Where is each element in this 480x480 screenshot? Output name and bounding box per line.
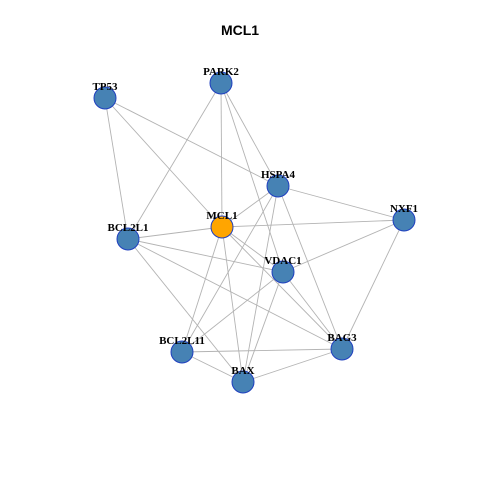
node-layer xyxy=(93,71,416,394)
node-label-bag3: BAG3 xyxy=(327,332,357,344)
node-bag3 xyxy=(330,337,354,361)
node-tp53 xyxy=(93,86,117,110)
edge-mcl1-bcl2l11 xyxy=(181,226,223,353)
edge-tp53-mcl1 xyxy=(104,97,223,228)
node-label-tp53: TP53 xyxy=(92,81,118,93)
node-label-nxf1: NXF1 xyxy=(390,203,418,215)
node-label-bax: BAX xyxy=(231,365,254,377)
edge-mcl1-vdac1 xyxy=(221,226,284,273)
edge-vdac1-bax xyxy=(242,271,284,383)
edge-nxf1-bag3 xyxy=(341,219,405,350)
edge-mcl1-bcl2l1 xyxy=(127,226,223,240)
node-label-bcl2l11: BCL2L11 xyxy=(159,335,205,347)
edge-park2-bcl2l1 xyxy=(127,82,222,240)
node-label-bcl2l1: BCL2L1 xyxy=(108,222,149,234)
edge-hspa4-mcl1 xyxy=(221,185,279,228)
edge-mcl1-bag3 xyxy=(221,226,343,350)
edge-park2-mcl1 xyxy=(220,82,223,228)
edge-bax-bag3 xyxy=(242,348,343,383)
edge-hspa4-bag3 xyxy=(277,185,343,350)
edge-nxf1-mcl1 xyxy=(221,219,405,228)
node-park2 xyxy=(209,71,233,95)
node-label-park2: PARK2 xyxy=(203,66,239,78)
edge-layer xyxy=(104,82,405,383)
edge-bcl2l1-bag3 xyxy=(127,238,343,350)
edge-hspa4-bcl2l11 xyxy=(181,185,279,353)
node-label-hspa4: HSPA4 xyxy=(261,169,296,181)
edge-park2-vdac1 xyxy=(220,82,284,273)
node-bax xyxy=(231,370,255,394)
edge-nxf1-vdac1 xyxy=(282,219,405,273)
edge-hspa4-bax xyxy=(242,185,279,383)
edge-bcl2l1-vdac1 xyxy=(127,238,284,273)
edge-vdac1-bcl2l11 xyxy=(181,271,284,353)
node-nxf1 xyxy=(392,208,416,232)
edge-tp53-bcl2l1 xyxy=(104,97,129,240)
edge-bcl2l1-bax xyxy=(127,238,244,383)
node-label-vdac1: VDAC1 xyxy=(264,255,301,267)
node-bcl2l11 xyxy=(170,340,194,364)
node-label-mcl1: MCL1 xyxy=(206,210,237,222)
edge-park2-hspa4 xyxy=(220,82,279,187)
node-hspa4 xyxy=(266,174,290,198)
edge-tp53-hspa4 xyxy=(104,97,279,187)
node-vdac1 xyxy=(271,260,295,284)
edge-mcl1-bax xyxy=(221,226,244,383)
node-mcl1 xyxy=(210,215,234,239)
edge-vdac1-bag3 xyxy=(282,271,343,350)
chart-title: MCL1 xyxy=(220,22,260,38)
edge-bcl2l11-bag3 xyxy=(181,348,343,353)
edge-hspa4-nxf1 xyxy=(277,185,405,221)
node-bcl2l1 xyxy=(116,227,140,251)
label-layer: TP53 PARK2HSPA4NXF1MCL1BCL2L1VDAC1BCL2L11… xyxy=(92,66,418,377)
